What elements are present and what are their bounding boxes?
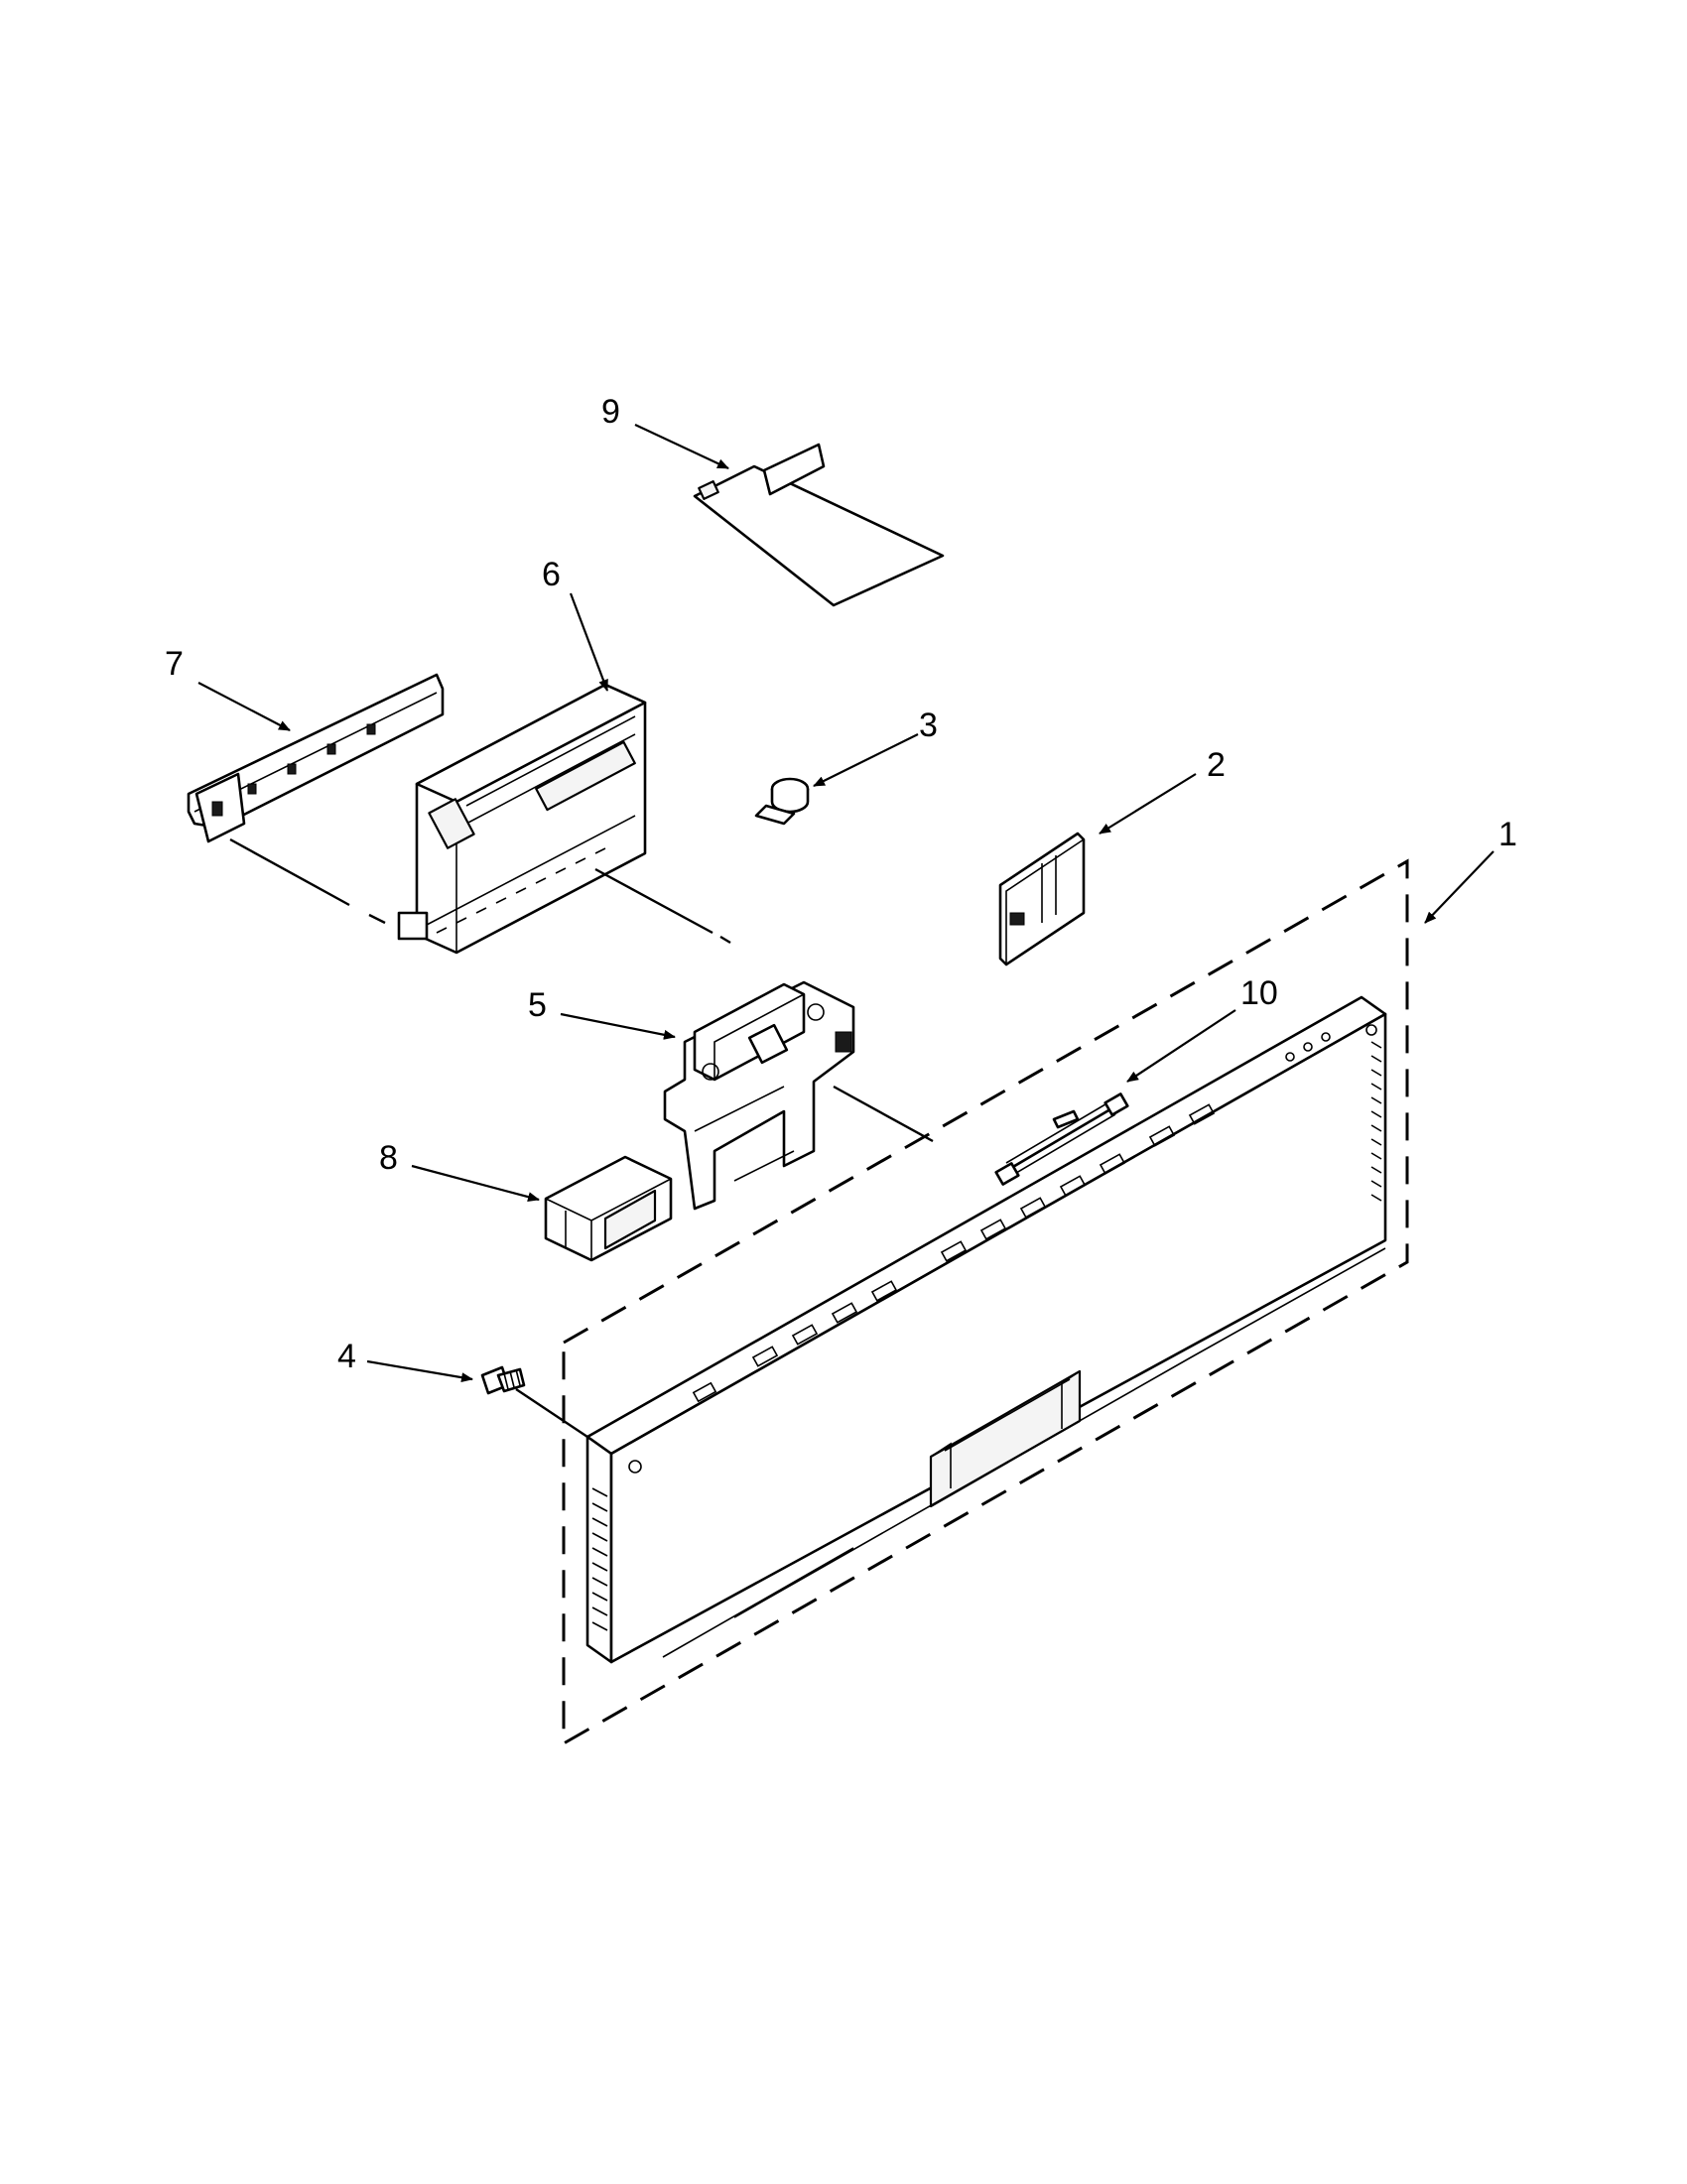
assembly-phantom-outline: [562, 858, 1409, 1746]
part-5-housing[interactable]: [663, 980, 855, 1211]
part-8-small-bracket[interactable]: [544, 1155, 673, 1262]
callout-9: 9: [601, 393, 620, 431]
callout-4: 4: [337, 1338, 356, 1375]
part-3-thermal-component[interactable]: [754, 777, 810, 826]
part-2-bracket[interactable]: [998, 832, 1086, 966]
callout-leaders: [197, 424, 1494, 1383]
part-10-wire-harness[interactable]: [994, 1092, 1129, 1186]
callout-8: 8: [379, 1139, 398, 1177]
part-9-insulator-sheet[interactable]: [693, 443, 945, 607]
callout-2: 2: [1207, 746, 1226, 784]
assembly-center-lines: [229, 837, 934, 1438]
callout-labels: 1 2 3 4 5 6 7 8 9 10: [165, 393, 1517, 1375]
callout-5: 5: [528, 986, 547, 1024]
part-6-control-module[interactable]: [397, 683, 647, 955]
callout-3: 3: [919, 707, 938, 744]
callout-6: 6: [542, 556, 561, 593]
callout-10: 10: [1240, 974, 1278, 1012]
part-7-rail-bracket[interactable]: [187, 673, 445, 843]
control-button-row: [692, 1032, 1331, 1403]
part-4-screw[interactable]: [480, 1365, 526, 1395]
callout-1: 1: [1498, 816, 1517, 853]
part-1-control-panel[interactable]: [585, 995, 1387, 1664]
vent-slots: [591, 1041, 1382, 1631]
callout-7: 7: [165, 645, 184, 683]
